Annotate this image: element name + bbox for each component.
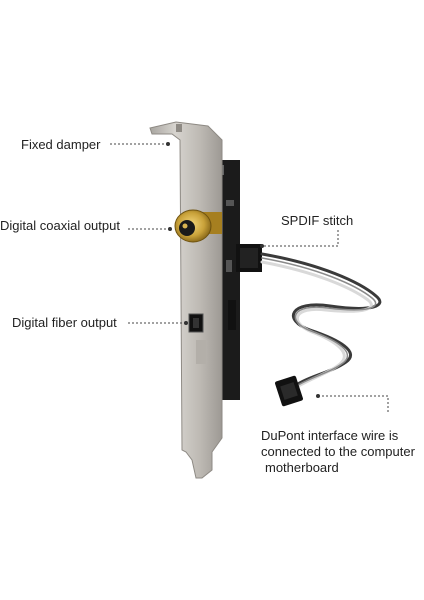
leader-lines bbox=[110, 143, 389, 414]
leader-dots bbox=[166, 142, 320, 398]
optical-port-icon bbox=[188, 313, 204, 333]
spdif-header bbox=[236, 244, 262, 272]
label-dupont-line-1: DuPont interface wire is bbox=[261, 428, 399, 443]
label-digital-coaxial-output: Digital coaxial output bbox=[0, 218, 120, 233]
label-dupont-interface: DuPont interface wire is connected to th… bbox=[261, 428, 424, 476]
metal-bracket bbox=[149, 121, 223, 479]
label-fixed-damper: Fixed damper bbox=[21, 137, 101, 152]
dupont-connector-icon bbox=[275, 375, 303, 407]
label-digital-fiber-output: Digital fiber output bbox=[12, 315, 117, 330]
label-dupont-line-2: connected to the computer bbox=[261, 444, 415, 459]
dupont-wires bbox=[260, 252, 382, 392]
label-spdif-stitch: SPDIF stitch bbox=[281, 213, 354, 228]
coaxial-jack-icon bbox=[174, 209, 222, 243]
label-dupont-line-3: motherboard bbox=[265, 460, 339, 475]
